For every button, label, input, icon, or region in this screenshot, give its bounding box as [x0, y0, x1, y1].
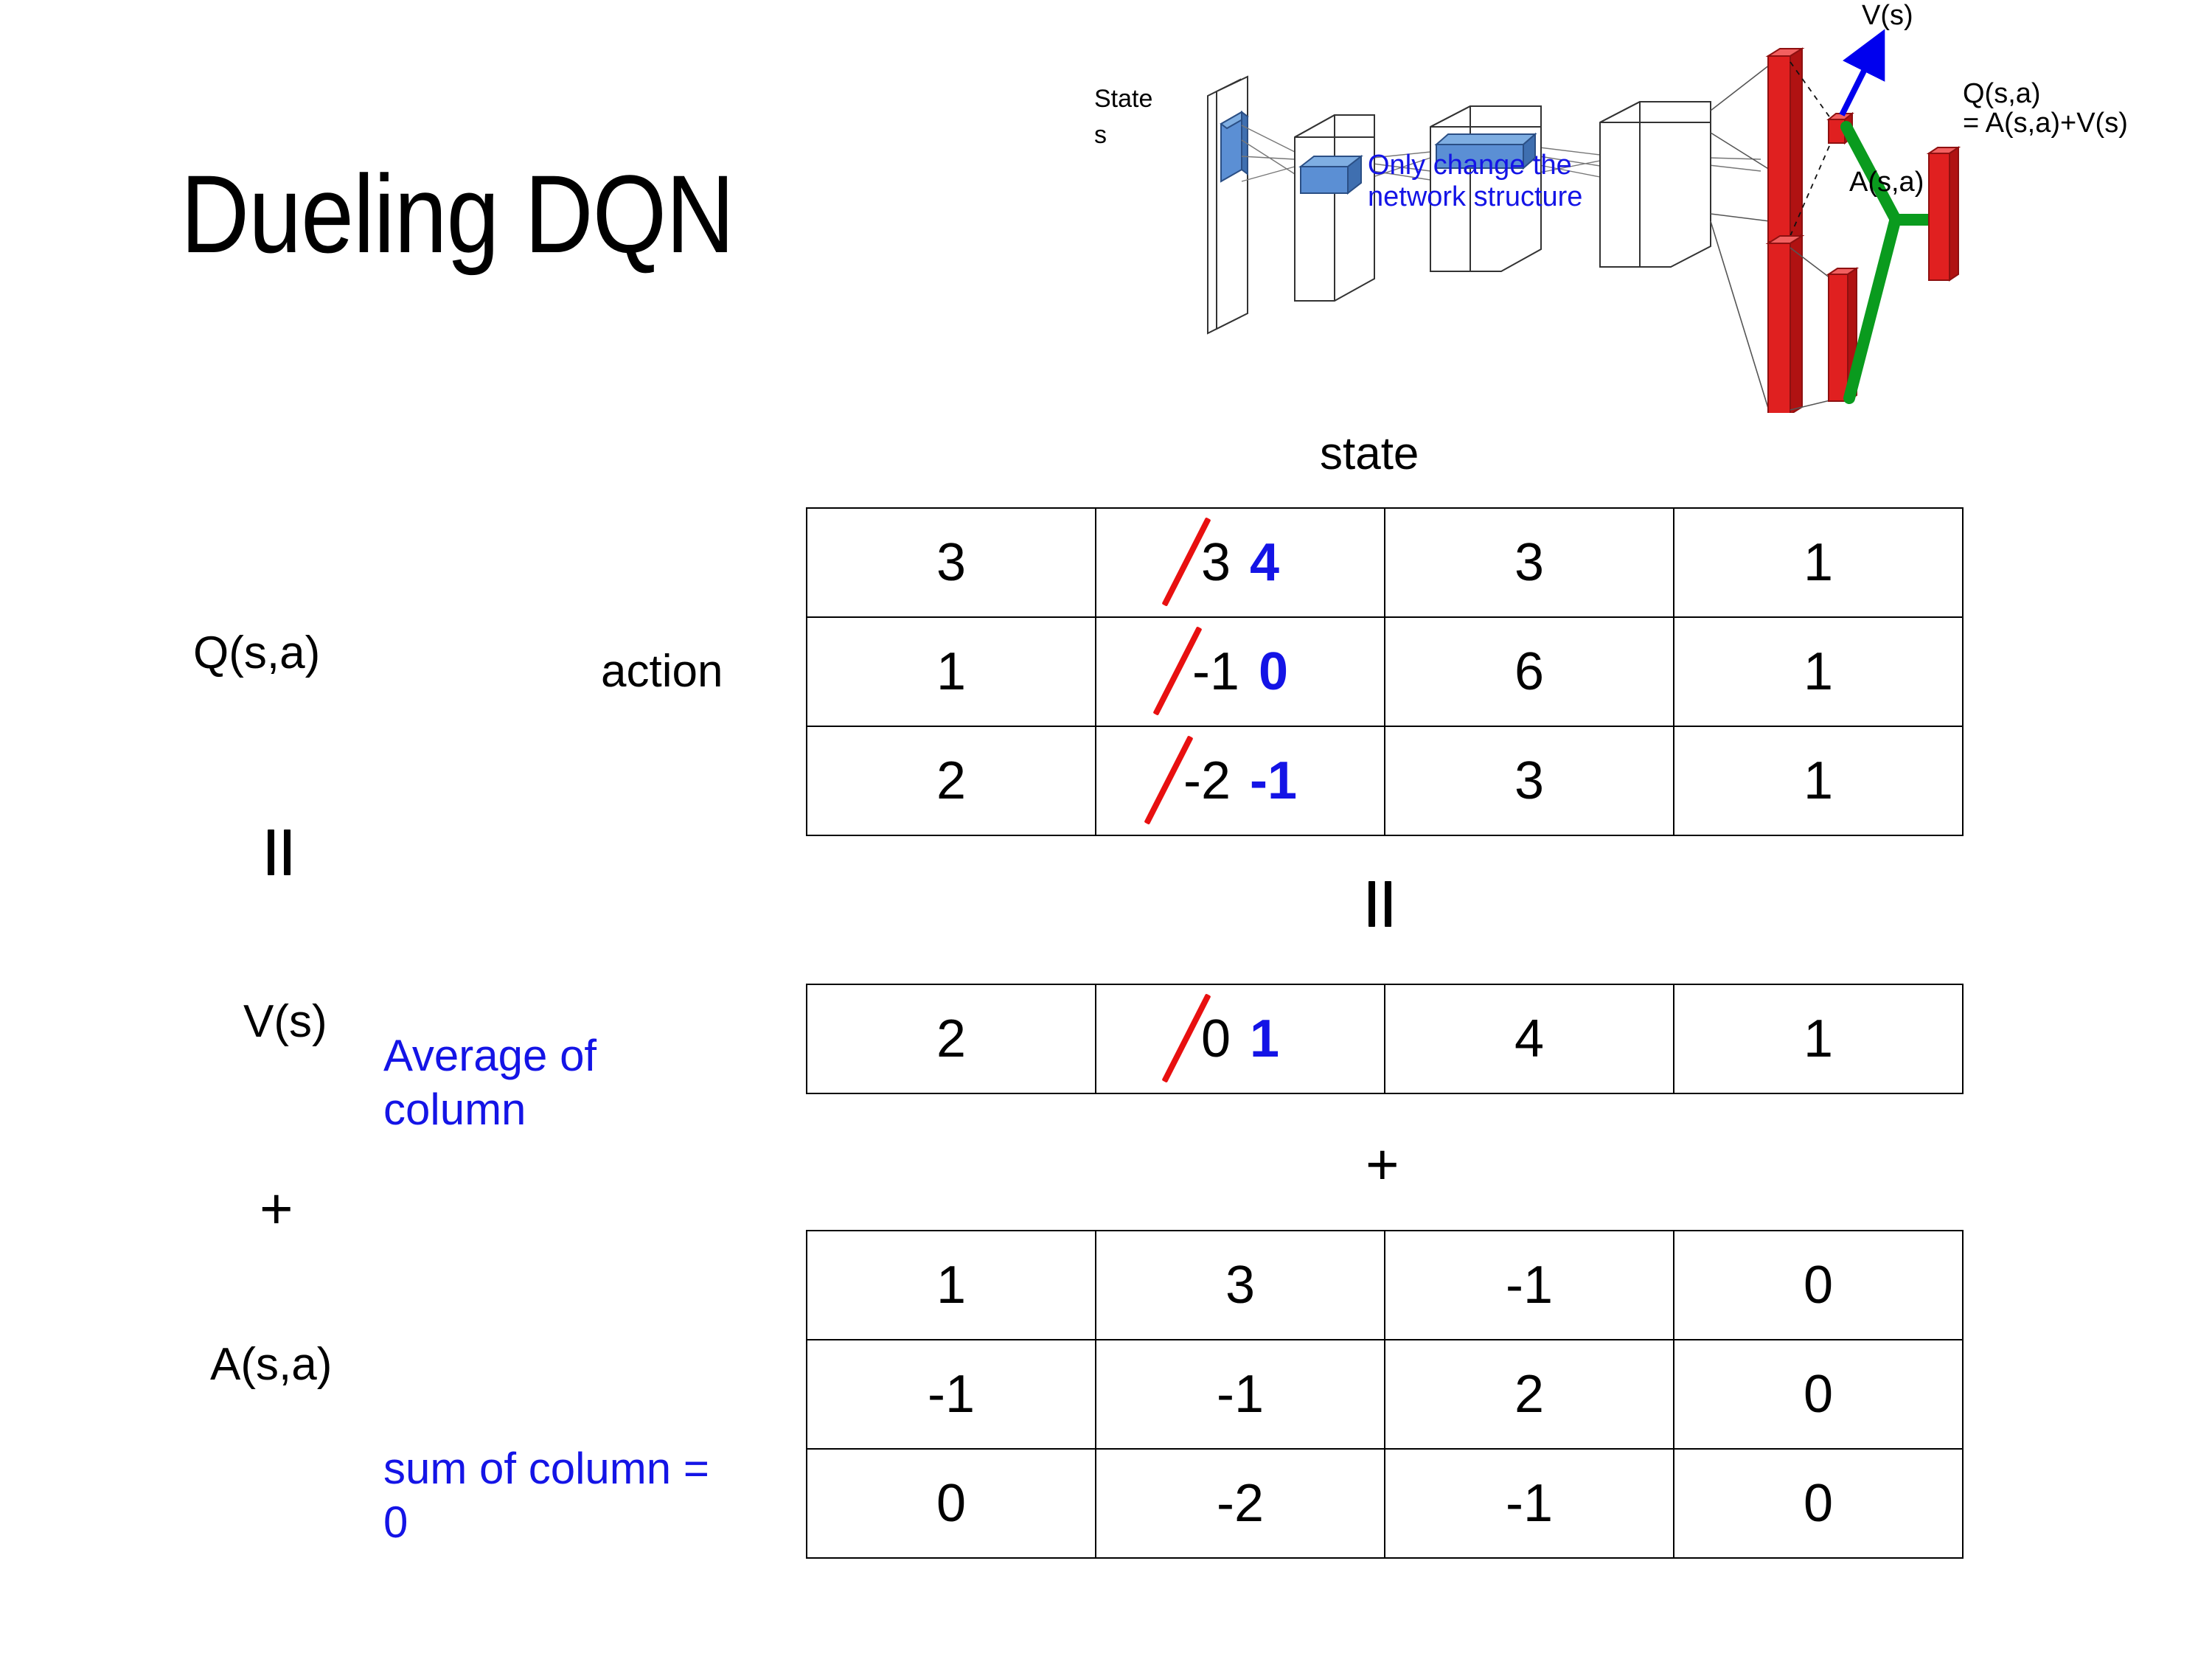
v-cell-r1c4: 1 [1673, 984, 1964, 1094]
q-cell-r2c2: -1 0 [1095, 616, 1385, 727]
a-function-label: A(s,a) [210, 1339, 333, 1390]
diagram-a-output-label: A(s,a) [1849, 167, 1924, 198]
updated-value: 4 [1250, 533, 1280, 592]
updated-value: -1 [1250, 751, 1298, 810]
a-cell-r1c3: -1 [1384, 1230, 1674, 1340]
v-function-label: V(s) [243, 996, 327, 1047]
struck-old-value: 3 [1200, 533, 1231, 592]
q-cell-r2c3: 6 [1384, 616, 1674, 727]
page-title: Dueling DQN [181, 152, 734, 276]
diagram-note-line1: Only change the [1368, 150, 1572, 181]
q-cell-r2c1: 1 [806, 616, 1096, 727]
a-cell-r2c4: 0 [1673, 1339, 1964, 1450]
diagram-state-label-line2: s [1094, 121, 1107, 149]
a-cell-r2c2: -1 [1095, 1339, 1385, 1450]
q-cell-r1c3: 3 [1384, 507, 1674, 618]
v-cell-r1c1: 2 [806, 984, 1096, 1094]
struck-old-value: -2 [1183, 751, 1231, 810]
a-cell-r3c2: -2 [1095, 1448, 1385, 1559]
updated-value: 1 [1250, 1009, 1280, 1068]
diagram-q-output-line1: Q(s,a) [1963, 78, 2041, 109]
q-function-label: Q(s,a) [193, 627, 321, 678]
v-cell-r1c3: 4 [1384, 984, 1674, 1094]
a-cell-r1c2: 3 [1095, 1230, 1385, 1340]
q-cell-r3c3: 3 [1384, 726, 1674, 836]
diagram-state-label-line1: State [1094, 85, 1153, 113]
a-cell-r2c1: -1 [806, 1339, 1096, 1450]
state-axis-label: state [1320, 428, 1419, 479]
action-axis-label: action [601, 646, 723, 697]
a-cell-r3c4: 0 [1673, 1448, 1964, 1559]
updated-value: 0 [1258, 642, 1289, 701]
a-cell-r2c3: 2 [1384, 1339, 1674, 1450]
equals-sign-left [262, 830, 296, 875]
q-cell-r3c4: 1 [1673, 726, 1964, 836]
average-of-column-note: Average of column [383, 1031, 597, 1135]
sum-of-column-note: sum of column = 0 [383, 1444, 709, 1548]
q-cell-r2c4: 1 [1673, 616, 1964, 727]
dueling-network-diagram: State s Only change the network structur… [1084, 0, 2212, 413]
q-cell-r3c1: 2 [806, 726, 1096, 836]
q-cell-r1c4: 1 [1673, 507, 1964, 618]
plus-sign-left: + [260, 1176, 293, 1241]
struck-old-value: -1 [1192, 642, 1239, 701]
q-cell-r1c1: 3 [806, 507, 1096, 618]
a-cell-r1c1: 1 [806, 1230, 1096, 1340]
struck-old-value: 0 [1200, 1009, 1231, 1068]
diagram-v-output-label: V(s) [1862, 0, 1913, 31]
a-cell-r1c4: 0 [1673, 1230, 1964, 1340]
diagram-q-output-line2: = A(s,a)+V(s) [1963, 108, 2128, 139]
diagram-note-line2: network structure [1368, 181, 1583, 212]
equals-sign-middle [1363, 881, 1397, 927]
a-cell-r3c3: -1 [1384, 1448, 1674, 1559]
q-cell-r3c2: -2 -1 [1095, 726, 1385, 836]
plus-sign-middle: + [1366, 1132, 1399, 1197]
a-cell-r3c1: 0 [806, 1448, 1096, 1559]
